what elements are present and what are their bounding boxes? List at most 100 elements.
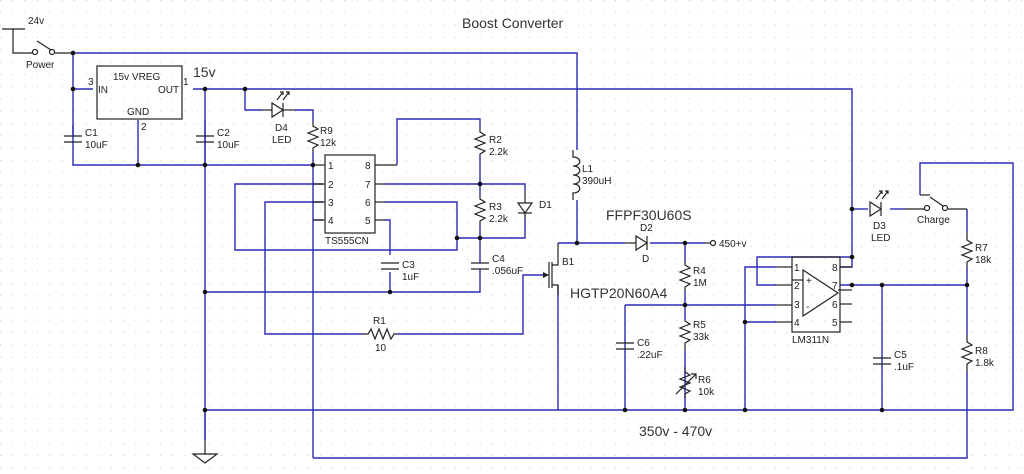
capacitor-c1[interactable]: C1 10uF (64, 125, 108, 151)
r9-value: 12k (320, 138, 337, 149)
label-15v: 15v (193, 64, 216, 80)
c4-ref: C4 (492, 254, 505, 265)
r1-ref: R1 (373, 316, 386, 327)
d4-ref: D4 (275, 123, 288, 134)
c1-value: 10uF (85, 140, 108, 151)
b1-part-number: HGTP20N60A4 (570, 285, 667, 301)
vreg-name: 15v VREG (113, 72, 160, 83)
lm311-plus: + (806, 276, 812, 287)
resistor-r5[interactable]: R5 33k (678, 320, 710, 350)
r4-value: 1M (693, 278, 707, 289)
r9-ref: R9 (320, 126, 333, 137)
l1-value: 390uH (582, 176, 611, 187)
wire-r8-return[interactable] (313, 372, 968, 459)
r2-value: 2.2k (489, 147, 509, 158)
resistor-r9[interactable]: R9 12k (306, 122, 337, 152)
c2-ref: C2 (217, 128, 230, 139)
ic555-pin-8: 8 (365, 161, 371, 172)
potentiometer-r6[interactable]: R6 10k (675, 367, 715, 398)
ic555-pin-6: 6 (365, 198, 371, 209)
capacitor-c3[interactable]: C3 1uF (381, 260, 419, 283)
output-label: 450+v (719, 239, 747, 250)
b1-ref: B1 (562, 257, 575, 268)
vreg-in-label: IN (98, 85, 108, 96)
wire-d4-in[interactable] (244, 89, 262, 111)
c4-value: .056uF (492, 266, 523, 277)
resistor-r7[interactable]: R7 18k (960, 232, 992, 268)
c3-value: 1uF (402, 272, 419, 283)
diode-d2[interactable]: D2 D (625, 223, 653, 265)
r5-value: 33k (693, 332, 710, 343)
resistor-r1[interactable]: R1 10 (363, 316, 397, 354)
ic555-pin-3: 3 (328, 198, 334, 209)
wire-lm311-pin1[interactable] (744, 266, 776, 410)
ic-555-timer[interactable]: 1 2 3 4 8 7 6 5 TS555CN (313, 154, 397, 247)
ic555-pin-4: 4 (328, 216, 334, 227)
r6-value: 10k (698, 387, 715, 398)
c5-ref: C5 (894, 350, 907, 361)
capacitor-c6[interactable]: C6 .22uF (616, 338, 663, 361)
lm311-minus: - (806, 302, 809, 313)
lm311-pin-5: 5 (832, 318, 838, 329)
wire-24v-rail[interactable] (73, 52, 578, 150)
r3-ref: R3 (489, 202, 502, 213)
ic555-name: TS555CN (325, 236, 369, 247)
junctions (70, 50, 970, 413)
vreg-pin-in: 3 (88, 77, 94, 88)
c6-value: .22uF (637, 350, 663, 361)
r6-ref: R6 (698, 375, 711, 386)
wire-c3-c4-gnd[interactable] (205, 275, 481, 293)
power-switch[interactable]: Power (26, 40, 73, 71)
resistor-r2[interactable]: R2 2.2k (473, 128, 509, 158)
r7-ref: R7 (975, 243, 988, 254)
r1-value: 10 (375, 343, 387, 354)
d3-value: LED (871, 233, 890, 244)
l1-ref: L1 (582, 164, 594, 175)
capacitor-c2[interactable]: C2 10uF (196, 128, 240, 151)
r8-value: 1.8k (975, 358, 995, 369)
diode-d1[interactable]: D1 (516, 190, 552, 218)
lm311-pin-7: 7 (832, 281, 838, 292)
lm311-pin-3: 3 (794, 300, 800, 311)
resistor-r4[interactable]: R4 1M (678, 262, 707, 291)
output-terminal[interactable]: 450+v (705, 239, 747, 250)
vreg-15v[interactable]: 15v VREG IN OUT GND 3 1 2 (88, 65, 189, 133)
wire-d4-r9[interactable] (295, 109, 314, 122)
charge-switch[interactable]: Charge (905, 194, 967, 226)
led-d3[interactable]: D3 LED (869, 190, 890, 244)
r8-ref: R8 (975, 346, 988, 357)
resistor-r3[interactable]: R3 2.2k (473, 195, 509, 225)
c3-ref: C3 (402, 260, 415, 271)
ic555-pin-1: 1 (328, 161, 334, 172)
inductor-l1[interactable]: L1 390uH (572, 150, 611, 200)
d2-part-number: FFPF30U60S (606, 207, 692, 223)
c5-value: .1uF (894, 362, 914, 373)
led-d4[interactable]: D4 LED (262, 91, 295, 146)
wire-pin8-r2[interactable] (396, 118, 481, 165)
igbt-b1[interactable]: B1 (543, 243, 575, 295)
ic555-pin-2: 2 (328, 180, 334, 191)
wire-pin2-loop[interactable] (234, 183, 458, 251)
ic555-pin-7: 7 (365, 180, 371, 191)
charge-switch-label: Charge (917, 215, 950, 226)
resistor-r8[interactable]: R8 1.8k (960, 335, 995, 372)
ic555-pin-5: 5 (365, 216, 371, 227)
lm311-pin-1: 1 (794, 263, 800, 274)
wire-pin3-r1[interactable] (264, 201, 363, 335)
lm311-name: LM311N (792, 335, 829, 346)
ic-lm311-comparator[interactable]: + - 1 2 3 4 8 7 6 5 LM311N (776, 256, 852, 346)
r3-value: 2.2k (489, 214, 509, 225)
d2-value: D (642, 254, 649, 265)
voltage-range-label: 350v - 470v (639, 423, 712, 439)
capacitor-c5[interactable]: C5 .1uF (873, 350, 914, 373)
r4-ref: R4 (693, 266, 706, 277)
ground-symbol (191, 440, 219, 464)
wire-r1-gate[interactable] (397, 274, 543, 335)
wire-pin7[interactable] (385, 183, 526, 190)
power-switch-label: Power (26, 60, 55, 71)
schematic-title: Boost Converter (462, 15, 563, 31)
d2-ref: D2 (640, 223, 653, 234)
wire-pin5-c3[interactable] (385, 219, 391, 255)
capacitor-c4[interactable]: C4 .056uF (471, 252, 523, 277)
